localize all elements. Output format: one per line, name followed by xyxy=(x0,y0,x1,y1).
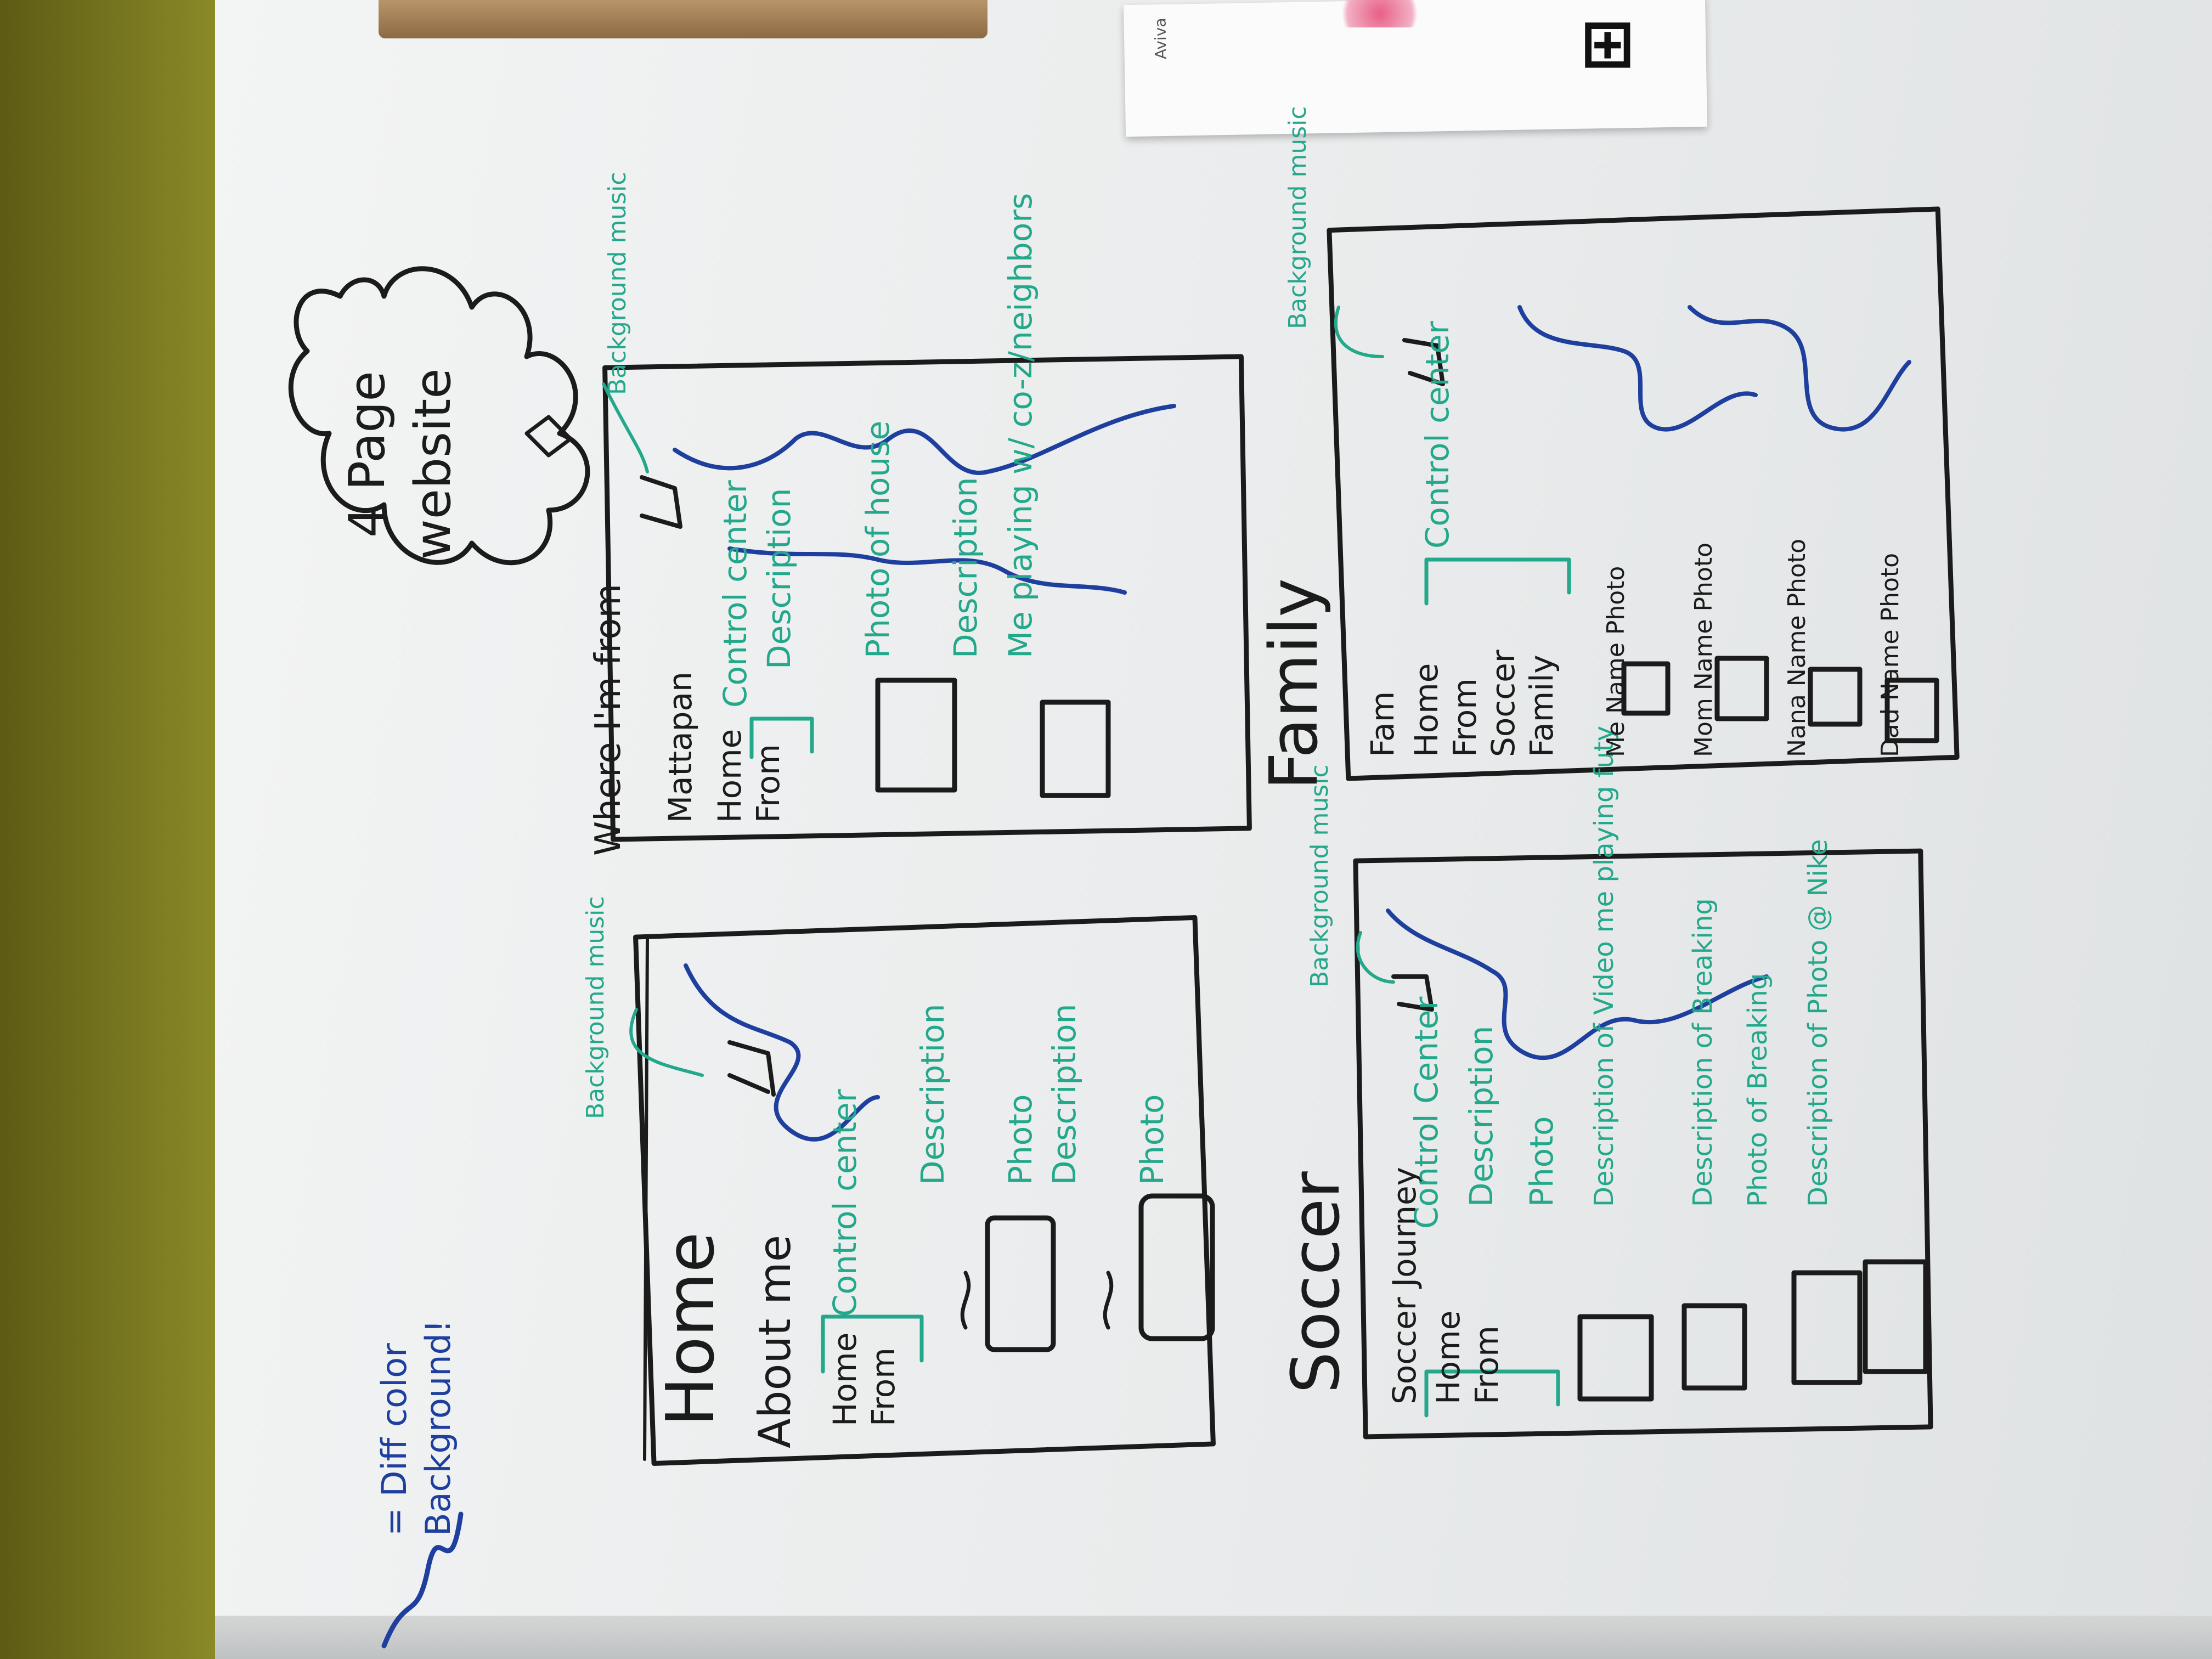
cloud-tail-icon xyxy=(524,415,573,458)
soccer-label-3: Description of Video me playing futy xyxy=(1589,726,1620,1207)
family-nav-1: From xyxy=(1446,678,1483,757)
home-nav-0: Home xyxy=(826,1333,864,1426)
home-label-4: Photo xyxy=(1133,1094,1171,1185)
from-bracket xyxy=(749,716,814,759)
family-label-1: Me Name Photo xyxy=(1602,566,1630,757)
cardboard-box xyxy=(379,0,988,38)
family-nav-3: Family xyxy=(1523,654,1560,757)
from-frame xyxy=(602,354,1252,842)
family-bracket xyxy=(1424,557,1571,606)
home-header: About me xyxy=(749,1235,800,1448)
paper-graphic: ⊞ xyxy=(1580,5,1635,82)
marker-tray xyxy=(215,1616,2212,1659)
soccer-music-pointer xyxy=(1356,931,1395,984)
soccer-photo-3 xyxy=(1863,1259,1928,1374)
from-title: Where I'm from xyxy=(588,584,629,856)
from-label-2: Photo of house xyxy=(859,421,896,658)
home-photo-2 xyxy=(1138,1193,1215,1341)
legend-text-1: = Diff color xyxy=(374,1343,414,1536)
home-label-2: Photo xyxy=(1002,1094,1039,1185)
cloud-outline xyxy=(288,266,590,566)
from-label-0: Control center xyxy=(716,480,754,708)
soccer-nav-0: Home xyxy=(1430,1311,1467,1404)
family-photo-dad xyxy=(1884,678,1939,743)
from-photo-1 xyxy=(875,678,957,793)
green-wall xyxy=(0,0,217,1659)
soccer-label-0: Control Center xyxy=(1408,997,1445,1229)
soccer-photo-2 xyxy=(1791,1270,1863,1385)
from-nav-0: Home xyxy=(711,729,748,823)
family-label-3: Nana Name Photo xyxy=(1783,539,1811,757)
from-music-label: Background music xyxy=(603,172,631,395)
family-frame xyxy=(1327,206,1960,781)
soccer-music-label: Background music xyxy=(1306,764,1334,988)
soccer-bracket xyxy=(1424,1369,1560,1418)
family-music-note-icon xyxy=(1402,338,1445,386)
family-title: Family xyxy=(1256,578,1333,790)
family-nav-2: Soccer xyxy=(1485,650,1522,757)
legend-squiggle-icon xyxy=(381,1511,464,1649)
soccer-music-note-icon xyxy=(1391,974,1434,1012)
from-blue-wave-2 xyxy=(727,546,1127,595)
from-label-4: Me playing w/ co-z/neighbors xyxy=(1002,193,1039,658)
family-photo-nana xyxy=(1808,667,1863,727)
family-nav-0: Home xyxy=(1408,663,1445,757)
family-label-0: Control center xyxy=(1419,321,1456,549)
from-label-3: Description xyxy=(947,477,984,658)
home-label-3: Description xyxy=(1046,1004,1083,1185)
family-music-pointer xyxy=(1334,306,1384,358)
family-label-4: Dad Name Photo xyxy=(1876,553,1904,757)
home-wave-2 xyxy=(1103,1271,1114,1330)
soccer-photo-1 xyxy=(1577,1314,1654,1402)
cloud-line2: website xyxy=(404,368,462,560)
family-music-label: Background music xyxy=(1284,106,1312,329)
family-label-2: Mom Name Photo xyxy=(1690,543,1718,757)
soccer-label-4: Description of Breaking xyxy=(1688,898,1718,1207)
family-photo-mom xyxy=(1714,656,1769,721)
home-photo-1 xyxy=(985,1215,1056,1352)
home-music-pointer xyxy=(629,1008,704,1077)
from-nav-1: From xyxy=(749,744,787,823)
soccer-nav-1: From xyxy=(1468,1325,1505,1404)
pink-print xyxy=(1328,0,1432,27)
home-label-1: Description xyxy=(914,1004,951,1185)
soccer-frame xyxy=(1353,848,1933,1440)
home-title: Home xyxy=(653,1232,729,1426)
family-blue-wave-1 xyxy=(1517,305,1758,432)
home-wave-1 xyxy=(960,1271,971,1330)
from-header: Mattapan xyxy=(662,672,699,823)
soccer-label-6: Description of Photo @ Nike xyxy=(1803,839,1833,1207)
home-bracket xyxy=(821,1314,924,1374)
family-blue-wave-2 xyxy=(1688,305,1911,432)
home-music-note-icon xyxy=(727,1040,776,1097)
soccer-label-1: Description xyxy=(1463,1026,1500,1207)
legend-text-2: Background! xyxy=(418,1319,458,1536)
home-nav-1: From xyxy=(865,1347,902,1426)
home-music-label: Background music xyxy=(582,896,610,1119)
home-title-underline xyxy=(643,936,649,1461)
soccer-header: Soccer Journey xyxy=(1386,1167,1423,1404)
soccer-label-5: Photo of Breaking xyxy=(1742,973,1773,1207)
whiteboard xyxy=(215,0,2212,1616)
cloud-line1: 4 Page xyxy=(338,371,396,538)
from-music-note-icon xyxy=(640,475,682,529)
home-label-0: Control center xyxy=(826,1089,864,1317)
from-music-pointer xyxy=(602,382,649,473)
home-blue-wave xyxy=(684,963,880,1142)
from-blue-wave xyxy=(673,404,1176,475)
from-label-1: Description xyxy=(760,488,798,669)
soccer-title: Soccer xyxy=(1278,1171,1355,1393)
family-header: Fam xyxy=(1364,691,1401,757)
family-photo-me xyxy=(1621,661,1671,716)
soccer-blue-wave xyxy=(1386,909,1769,1060)
soccer-label-2: Photo xyxy=(1523,1116,1560,1207)
soccer-video-1 xyxy=(1681,1303,1747,1391)
from-photo-2 xyxy=(1040,699,1111,798)
